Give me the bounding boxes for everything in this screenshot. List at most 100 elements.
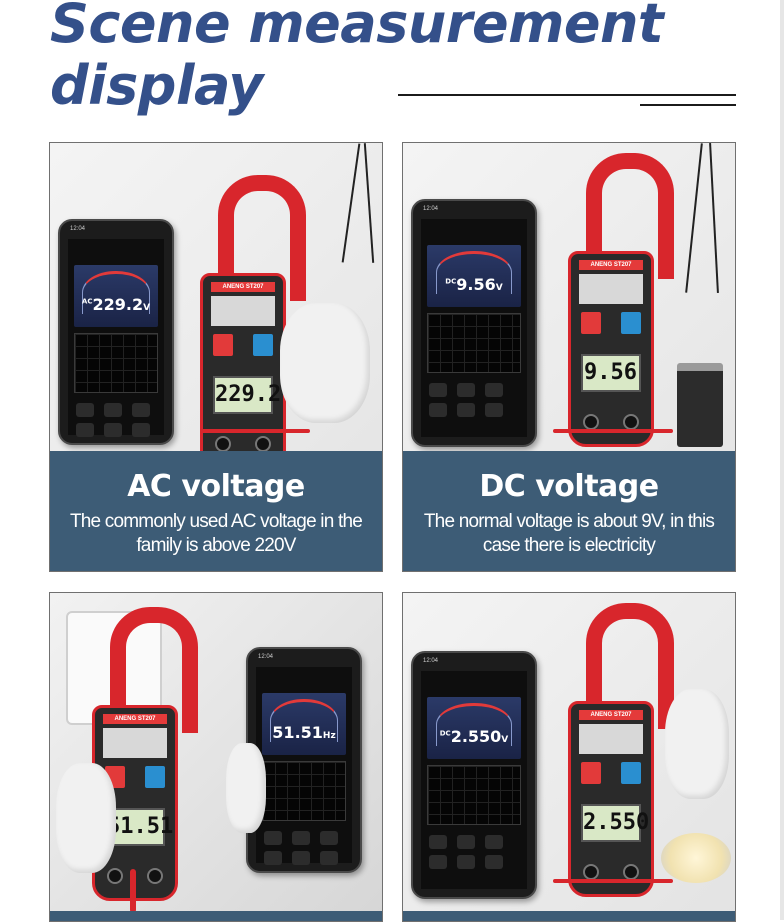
app-gauge: 51.51Hz [262, 693, 346, 755]
headline-line-1: Scene measurement [50, 0, 664, 55]
caption-band: AC voltage The commonly used AC voltage … [50, 451, 382, 571]
app-reading: 51.51Hz [272, 723, 336, 742]
app-key[interactable] [292, 851, 310, 865]
app-keypad [262, 827, 346, 865]
app-key[interactable] [104, 403, 122, 417]
app-key[interactable] [76, 403, 94, 417]
meter-button-hz[interactable] [253, 334, 273, 356]
meter-button-hz[interactable] [145, 766, 165, 788]
com-jack [583, 414, 599, 430]
caption-band [50, 911, 382, 921]
meter-body: ANENG ST207 9.56 [568, 251, 654, 447]
red-lead [130, 869, 136, 913]
panel-ac-voltage: 12:04 AC229.2V ANENG ST207 [49, 142, 383, 572]
headline-line-2: display [50, 54, 263, 117]
clamp-jaw [110, 607, 198, 733]
app-key[interactable] [457, 855, 475, 869]
app-key[interactable] [457, 403, 475, 417]
red-lead [553, 429, 673, 433]
probe-cable [685, 143, 703, 293]
app-key[interactable] [457, 835, 475, 849]
app-key[interactable] [429, 855, 447, 869]
meter-button-hz[interactable] [621, 312, 641, 334]
app-key[interactable] [429, 835, 447, 849]
app-key[interactable] [264, 831, 282, 845]
app-key[interactable] [320, 831, 338, 845]
com-jack [215, 436, 231, 452]
phone-app: 12:04 DC2.550V [411, 651, 537, 899]
right-edge-strip [780, 0, 784, 920]
app-keypad [427, 379, 521, 431]
gloved-hand [56, 763, 116, 873]
v-jack [255, 436, 271, 452]
app-key[interactable] [429, 403, 447, 417]
app-key[interactable] [485, 835, 503, 849]
meter-button-sel[interactable] [581, 762, 601, 784]
clamp-jaw [586, 603, 674, 729]
gloved-hand [226, 743, 266, 833]
app-waveform-graph [74, 333, 158, 393]
app-gauge: DC2.550V [427, 697, 521, 759]
app-key[interactable] [429, 383, 447, 397]
meter-spec-panel [103, 728, 167, 758]
probe-cable [363, 143, 375, 263]
panel-frequency: ANENG ST207 51.51 12:04 51.51Hz [49, 592, 383, 922]
app-waveform-graph [427, 313, 521, 373]
app-key[interactable] [485, 855, 503, 869]
app-key[interactable] [132, 403, 150, 417]
red-lead [553, 879, 673, 883]
clamp-jaw [586, 153, 674, 279]
panel-title: AC voltage [127, 469, 305, 504]
app-waveform-graph [262, 761, 346, 821]
panel-dc-voltage: 12:04 DC9.56V ANENG ST207 [402, 142, 736, 572]
led-board [661, 833, 731, 883]
app-key[interactable] [457, 383, 475, 397]
panel-dc-led: 12:04 DC2.550V ANENG ST207 [402, 592, 736, 922]
gloved-hand [665, 689, 729, 799]
caption-band [403, 911, 735, 921]
meter-body: ANENG ST207 229.2 [200, 273, 286, 469]
app-waveform-graph [427, 765, 521, 825]
meter-spec-panel [579, 724, 643, 754]
probe-cable [341, 143, 361, 263]
app-keypad [427, 831, 521, 883]
probe-cable [709, 143, 719, 293]
meter-brand-label: ANENG ST207 [103, 714, 167, 724]
meter-body: ANENG ST207 2.550 [568, 701, 654, 897]
red-lead [200, 429, 310, 433]
meter-lcd: 9.56 [581, 354, 641, 392]
app-reading: DC2.550V [439, 727, 509, 746]
app-key[interactable] [76, 423, 94, 437]
breaker-switch [280, 303, 370, 423]
clamp-jaw [218, 175, 306, 301]
app-key[interactable] [264, 851, 282, 865]
app-key[interactable] [485, 403, 503, 417]
app-reading: AC229.2V [81, 295, 151, 314]
caption-band: DC voltage The normal voltage is about 9… [403, 451, 735, 571]
app-key[interactable] [104, 423, 122, 437]
meter-lcd: 229.2 [213, 376, 281, 414]
v-jack [623, 864, 639, 880]
meter-button-sel[interactable] [213, 334, 233, 356]
app-gauge: AC229.2V [74, 265, 158, 327]
phone-app: 12:04 51.51Hz [246, 647, 362, 873]
meter-spec-panel [211, 296, 275, 326]
meter-brand-label: ANENG ST207 [211, 282, 275, 292]
meter-brand-label: ANENG ST207 [579, 710, 643, 720]
app-gauge: DC9.56V [427, 245, 521, 307]
app-reading: DC9.56V [445, 275, 503, 294]
panel-title: DC voltage [479, 469, 659, 504]
com-jack [583, 864, 599, 880]
v-jack [147, 868, 163, 884]
app-keypad [74, 399, 158, 437]
app-key[interactable] [132, 423, 150, 437]
v-jack [623, 414, 639, 430]
decorative-rule-short [640, 104, 736, 106]
meter-button-hz[interactable] [621, 762, 641, 784]
app-key[interactable] [320, 851, 338, 865]
meter-brand-label: ANENG ST207 [579, 260, 643, 270]
meter-button-sel[interactable] [581, 312, 601, 334]
app-key[interactable] [485, 383, 503, 397]
app-key[interactable] [292, 831, 310, 845]
meter-lcd: 2.550 [581, 804, 649, 842]
